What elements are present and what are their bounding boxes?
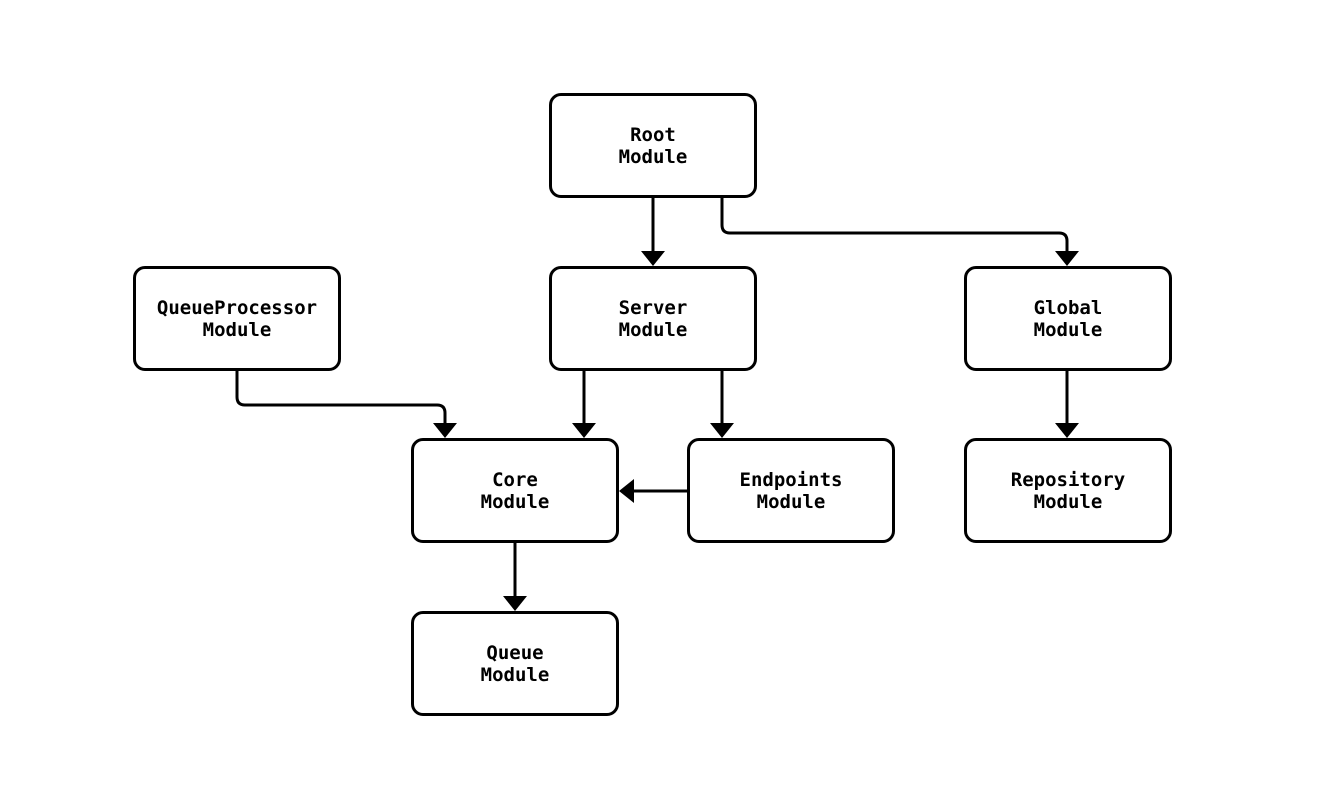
node-label-line: Module <box>480 490 550 513</box>
node-label-line: Queue <box>486 641 544 664</box>
node-root-module: Root Module <box>549 93 757 198</box>
node-label-line: Module <box>202 318 272 341</box>
node-label-line: Module <box>618 318 688 341</box>
node-label-line: Global <box>1033 296 1103 319</box>
node-label-line: Module <box>480 663 550 686</box>
node-core-module: Core Module <box>411 438 619 543</box>
node-repository-module: Repository Module <box>964 438 1172 543</box>
edge-root-to-global <box>720 198 1079 266</box>
edge-core-to-queue <box>503 543 527 611</box>
edge-endpoints-to-core <box>619 479 687 503</box>
node-global-module: Global Module <box>964 266 1172 371</box>
node-label-line: QueueProcessor <box>156 296 318 319</box>
node-label-line: Endpoints <box>739 468 843 491</box>
node-endpoints-module: Endpoints Module <box>687 438 895 543</box>
node-label-line: Repository <box>1010 468 1126 491</box>
node-queueprocessor-module: QueueProcessor Module <box>133 266 341 371</box>
node-label-line: Module <box>1033 318 1103 341</box>
node-queue-module: Queue Module <box>411 611 619 716</box>
edge-server-to-core <box>572 371 596 438</box>
edge-global-to-repository <box>1055 371 1079 438</box>
node-server-module: Server Module <box>549 266 757 371</box>
node-label-line: Module <box>1033 490 1103 513</box>
edge-root-to-server <box>641 198 665 266</box>
node-label-line: Server <box>618 296 688 319</box>
edge-queueprocessor-to-core <box>235 371 457 438</box>
node-label-line: Module <box>756 490 826 513</box>
node-label-line: Module <box>618 145 688 168</box>
node-label-line: Root <box>630 123 676 146</box>
node-label-line: Core <box>492 468 538 491</box>
edge-server-to-endpoints <box>710 371 734 438</box>
